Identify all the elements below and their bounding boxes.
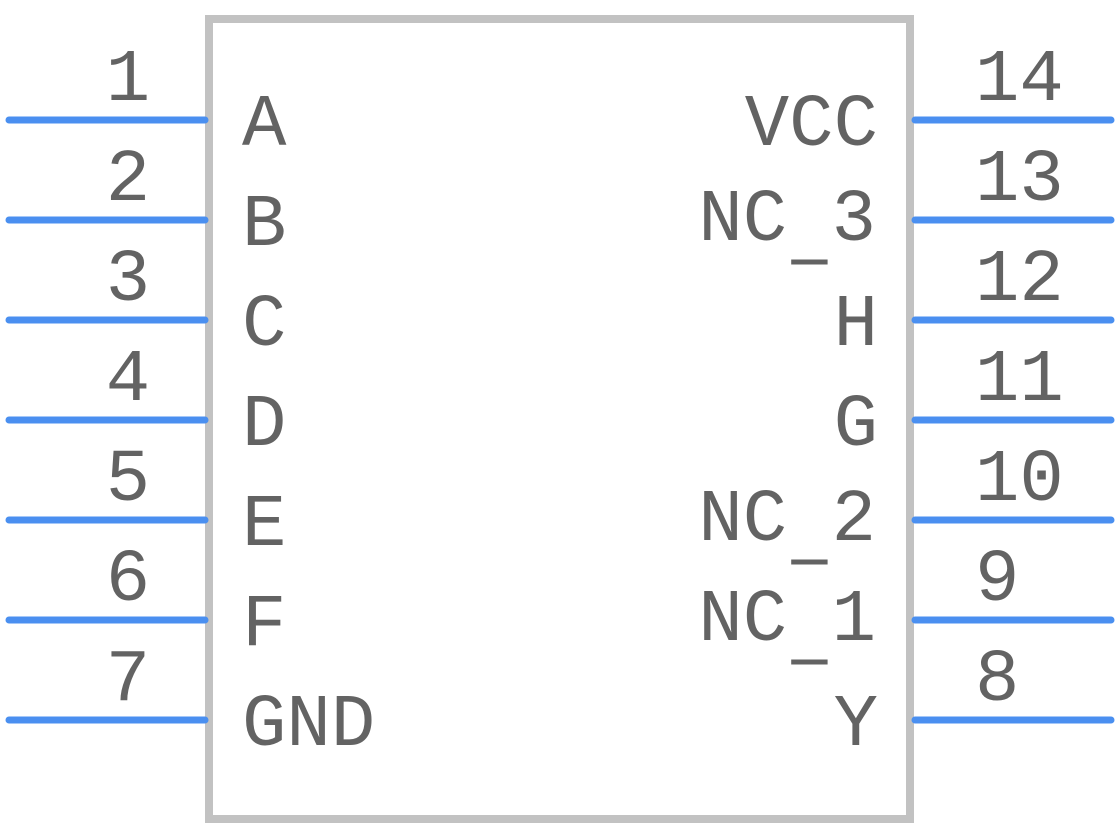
- pin-8: 8Y: [834, 639, 1115, 768]
- pin-label: H: [834, 284, 878, 368]
- pin-label: A: [242, 84, 287, 168]
- pin-label: F: [242, 584, 286, 668]
- ic-body-outline: [205, 15, 914, 823]
- pin-label: D: [242, 384, 286, 468]
- pin-number: 14: [975, 39, 1064, 123]
- pin-label: G: [834, 384, 878, 468]
- pin-number: 2: [106, 139, 150, 223]
- pin-label: VCC: [745, 84, 878, 168]
- pin-number: 9: [975, 539, 1019, 623]
- pin-label: B: [242, 184, 286, 268]
- pin-number: 12: [975, 239, 1064, 323]
- pin-6: 6F: [5, 539, 286, 668]
- pin-12: 12H: [834, 239, 1115, 368]
- pin-number: 5: [106, 439, 150, 523]
- pin-number: 10: [975, 439, 1064, 523]
- pin-13: 13 NC 3: [698, 139, 1115, 265]
- pin-label: NC 1: [698, 579, 876, 663]
- pin-1: 1A: [5, 39, 287, 168]
- pin-number: 6: [106, 539, 150, 623]
- pin-number: 8: [975, 639, 1019, 723]
- pin-3: 3C: [5, 239, 286, 368]
- pin-number: 7: [106, 639, 150, 723]
- pin-label: GND: [242, 684, 375, 768]
- pin-number: 1: [106, 39, 150, 123]
- pin-number: 4: [106, 339, 150, 423]
- pin-label: C: [242, 284, 286, 368]
- pin-4: 4D: [5, 339, 286, 468]
- pin-label: NC 2: [698, 479, 876, 563]
- pin-10: 10 NC 2: [698, 439, 1115, 565]
- pin-5: 5E: [5, 439, 286, 568]
- pin-label: NC 3: [698, 179, 876, 263]
- pin-label: E: [242, 484, 286, 568]
- pin-11: 11G: [834, 339, 1115, 468]
- pin-9: 9 NC 1: [698, 539, 1115, 665]
- pin-2: 2B: [5, 139, 286, 268]
- pin-label: Y: [834, 684, 878, 768]
- pin-number: 13: [975, 139, 1064, 223]
- pin-number: 3: [106, 239, 150, 323]
- pin-number: 11: [975, 339, 1064, 423]
